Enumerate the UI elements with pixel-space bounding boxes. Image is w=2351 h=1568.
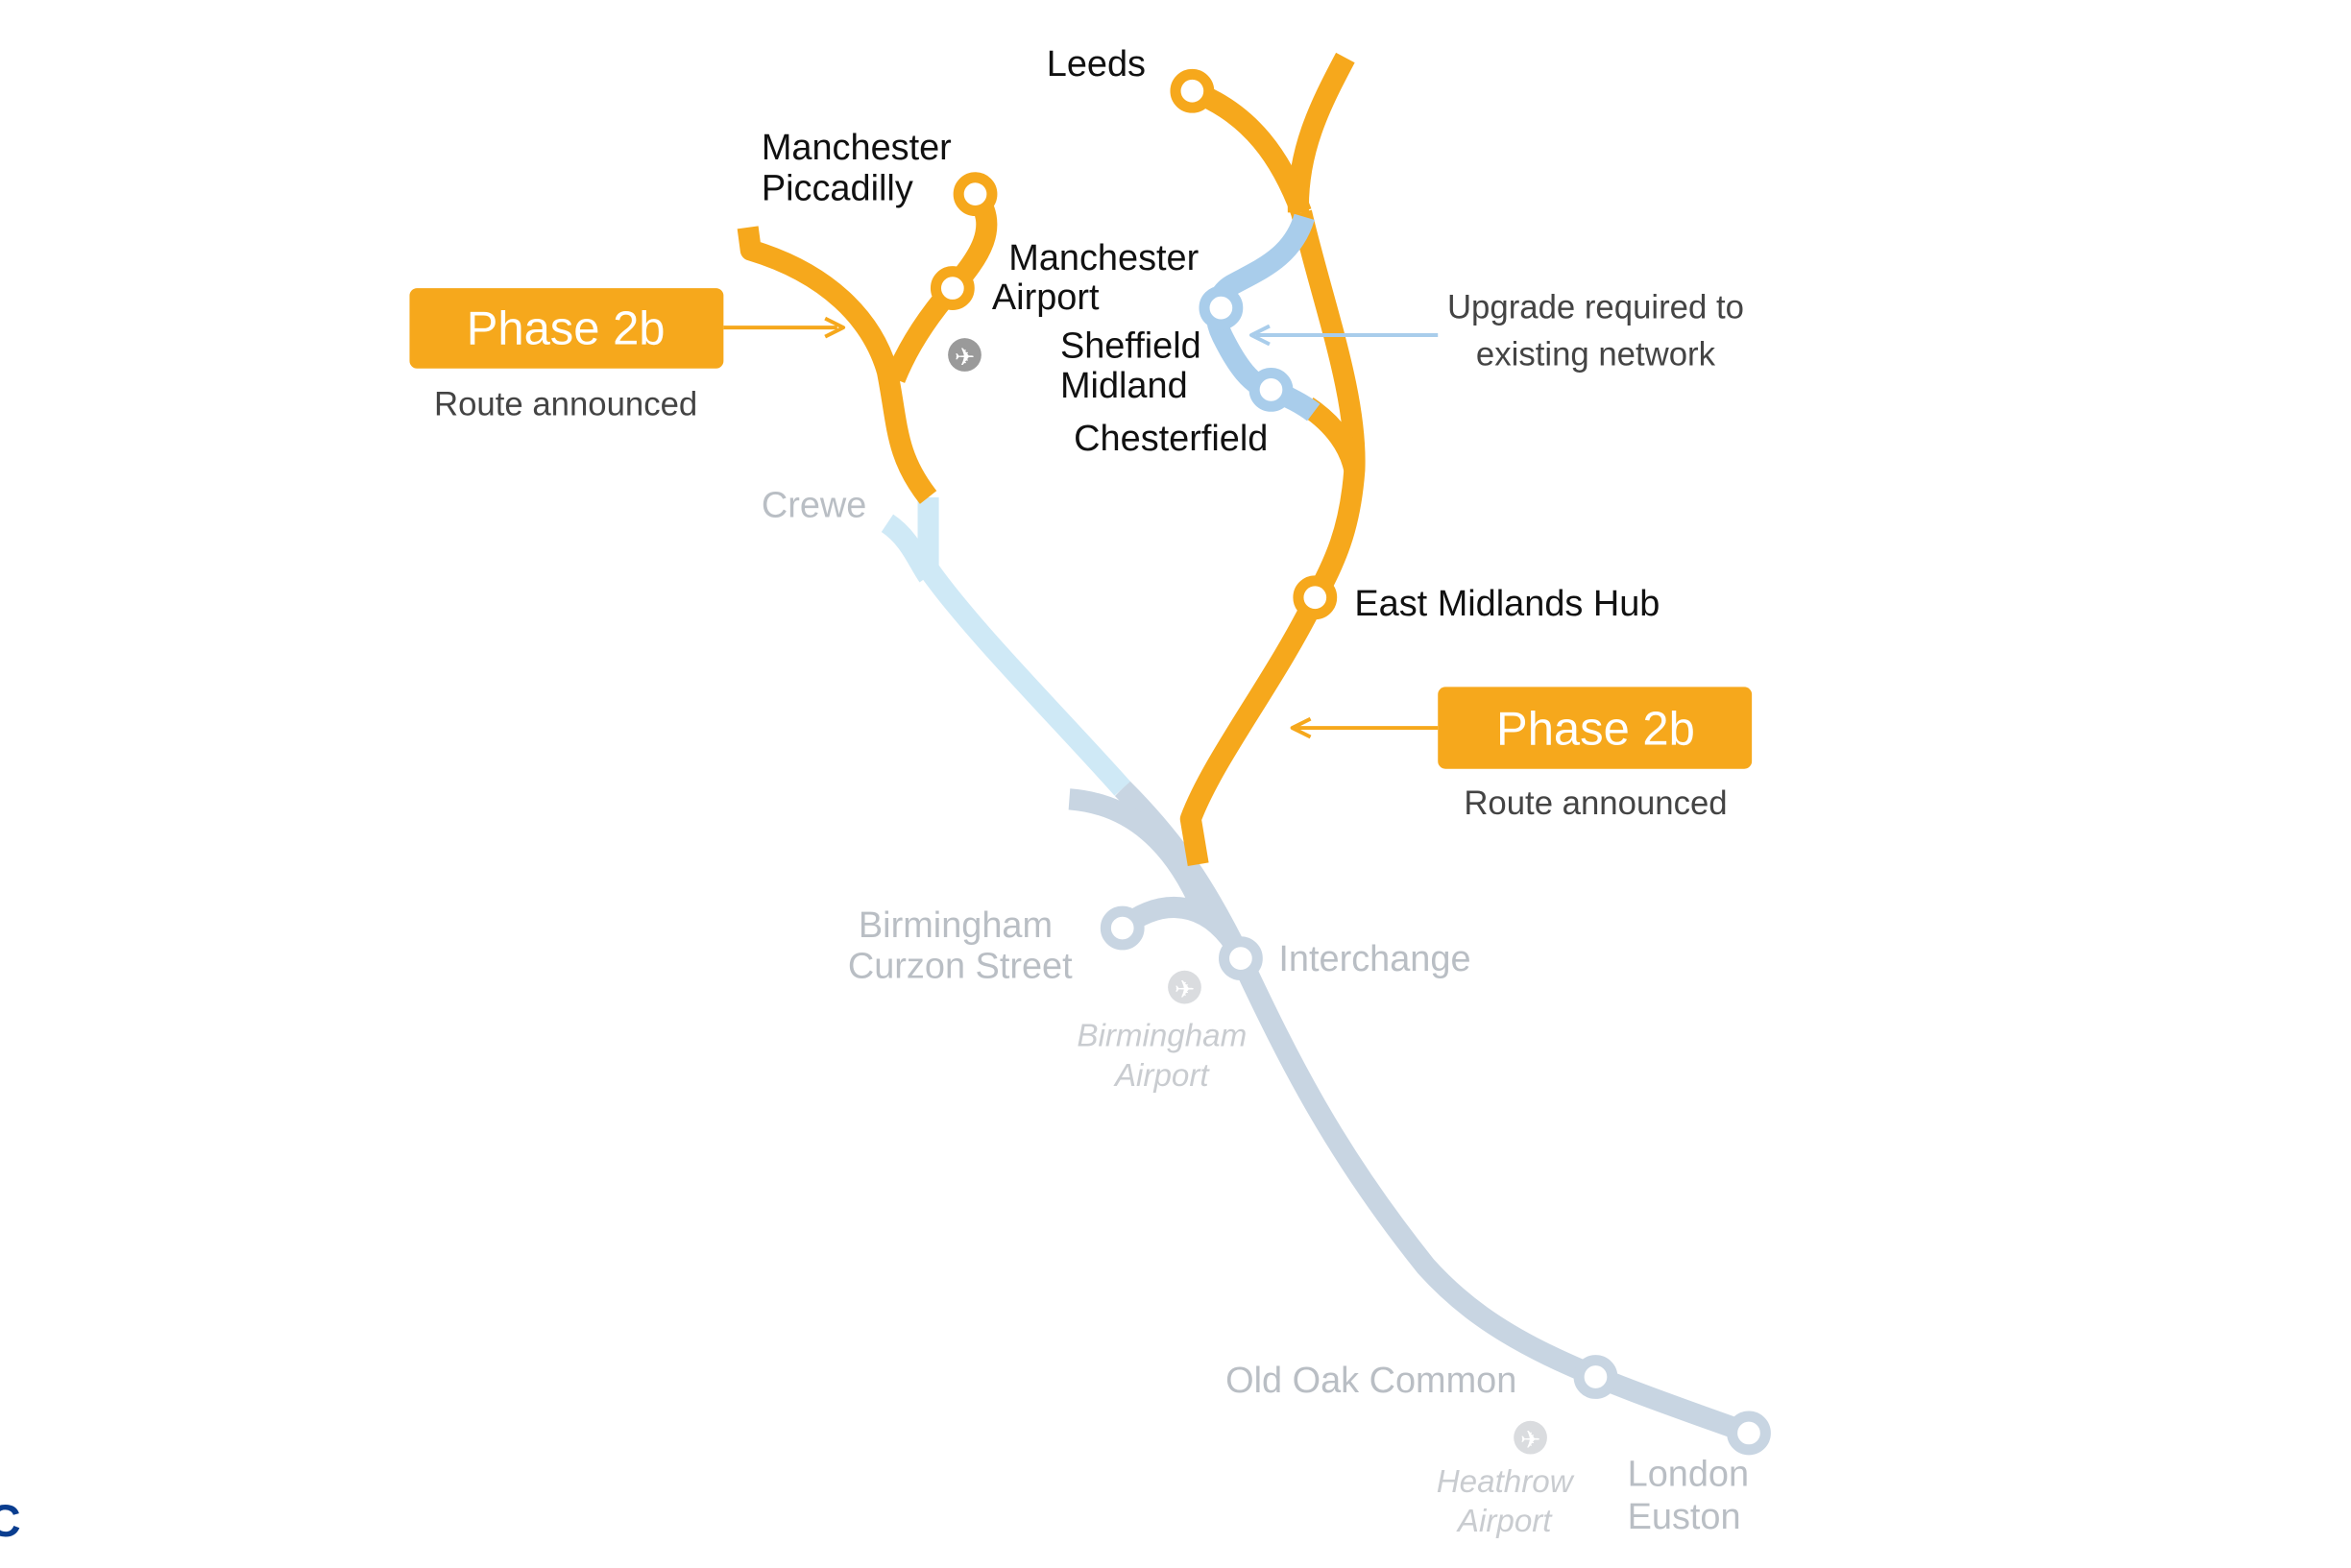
crewe-fork: [881, 514, 937, 583]
phase-badge-label: Phase 2b: [467, 303, 666, 355]
station-london-euston[interactable]: [1727, 1411, 1771, 1456]
eastern-north-leg: [1287, 52, 1355, 213]
label-leeds: Leeds: [1047, 44, 1146, 84]
crewe-link-line: [917, 497, 1130, 796]
phase-badge-label: Phase 2b: [1496, 703, 1695, 755]
svg-text:✈: ✈: [1175, 977, 1195, 1003]
upgrade-note: Upgrade required to existing network: [1447, 290, 1744, 374]
svg-text:✈: ✈: [1520, 1427, 1540, 1454]
label-interchange: Interchange: [1278, 939, 1470, 979]
airport-icon-heathrow: ✈: [1514, 1420, 1547, 1455]
label-chesterfield: Chesterfield: [1074, 419, 1268, 459]
logo-fragment: C: [0, 1496, 21, 1547]
phase1-main-line: [1114, 781, 1753, 1443]
label-man-airport-1: Manchester: [1008, 238, 1199, 278]
label-sheffield-2: Midland: [1060, 366, 1188, 406]
station-interchange[interactable]: [1219, 936, 1263, 981]
station-birmingham-curzon[interactable]: [1100, 905, 1145, 951]
chesterfield-link: [1301, 398, 1366, 473]
label-man-airport-2: Airport: [992, 277, 1100, 318]
airport-icon-manchester: ✈: [948, 338, 982, 372]
upgrade-note-line1: Upgrade required to: [1447, 290, 1744, 326]
right-callout-arrow: [1290, 716, 1439, 739]
label-curzon-2: Curzon Street: [848, 947, 1073, 987]
label-man-picc-2: Piccadilly: [762, 168, 913, 208]
phase-badge-subtitle: Route announced: [1464, 785, 1727, 822]
svg-text:✈: ✈: [955, 345, 975, 372]
station-east-midlands-hub[interactable]: [1293, 575, 1338, 620]
label-euston-1: London: [1628, 1455, 1749, 1495]
phase2b-callout-right: Phase 2b Route announced: [1438, 687, 1753, 822]
phase-badge-subtitle: Route announced: [434, 387, 697, 423]
label-east-midlands: East Midlands Hub: [1354, 584, 1660, 624]
label-crewe: Crewe: [762, 486, 867, 526]
label-heathrow-2: Airport: [1456, 1504, 1553, 1539]
label-man-picc-1: Manchester: [762, 128, 952, 168]
label-curzon-1: Birmingham: [859, 905, 1053, 946]
phase2b-callout-left: Phase 2b Route announced: [409, 288, 724, 423]
station-chesterfield[interactable]: [1248, 367, 1294, 412]
phase1-delta-curve: [1068, 788, 1216, 922]
label-bham-airport-1: Birmingham: [1077, 1019, 1247, 1054]
left-callout-arrow: [723, 316, 846, 339]
label-euston-2: Euston: [1628, 1497, 1741, 1537]
upgrade-note-line2: existing network: [1476, 337, 1716, 374]
label-heathrow-1: Heathrow: [1437, 1464, 1575, 1500]
label-sheffield-1: Sheffield: [1060, 326, 1201, 367]
label-bham-airport-2: Airport: [1113, 1058, 1210, 1094]
airport-icon-birmingham: ✈: [1168, 970, 1201, 1004]
upgrade-arrow: [1248, 324, 1439, 347]
station-sheffield-midland[interactable]: [1199, 285, 1244, 330]
station-manchester-piccadilly[interactable]: [953, 172, 998, 217]
station-old-oak-common[interactable]: [1573, 1355, 1618, 1399]
leeds-branch: [1188, 81, 1312, 216]
label-old-oak: Old Oak Common: [1225, 1361, 1516, 1401]
western-leg: [737, 226, 937, 504]
station-leeds[interactable]: [1170, 68, 1215, 113]
station-manchester-airport[interactable]: [930, 266, 975, 310]
